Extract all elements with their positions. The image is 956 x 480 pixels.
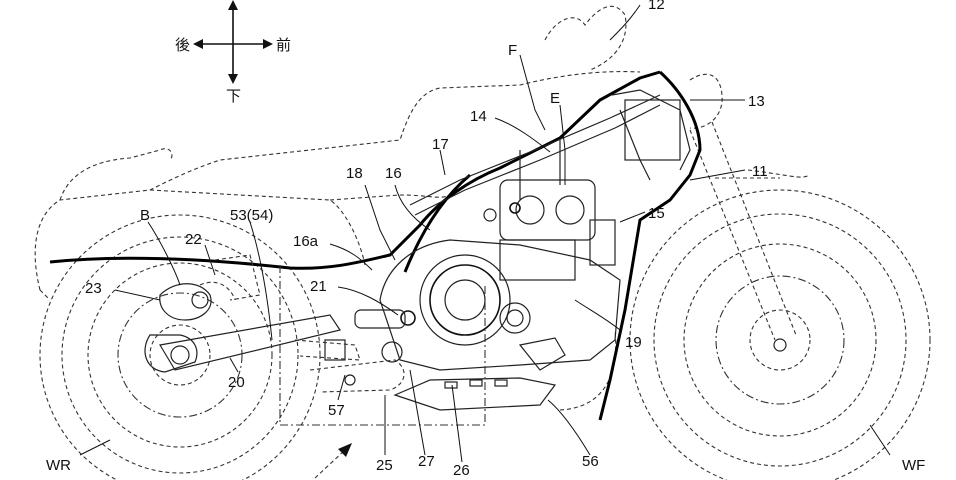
label-13: 13 [748, 93, 765, 110]
label-B: B [140, 207, 150, 224]
direction-rear-label: 後 [175, 36, 190, 54]
label-20: 20 [228, 374, 245, 391]
label-22: 22 [185, 231, 202, 248]
label-57: 57 [328, 402, 345, 419]
direction-front-label: 前 [276, 36, 291, 54]
label-11: 11 [752, 163, 768, 180]
skid-plate [395, 338, 565, 410]
label-53-54: 53(54) [230, 207, 273, 224]
label-26: 26 [453, 462, 470, 479]
label-WF: WF [902, 457, 925, 474]
label-23: 23 [85, 280, 102, 297]
frame-tubes [410, 90, 690, 215]
label-18: 18 [346, 165, 363, 182]
label-14: 14 [470, 108, 487, 125]
direction-indicator: 後 前 下 [175, 0, 291, 105]
label-16: 16 [385, 165, 402, 182]
label-16a: 16a [293, 233, 319, 250]
engine-head [484, 180, 615, 280]
direction-down-label: 下 [226, 87, 241, 105]
label-12: 12 [648, 0, 665, 13]
label-27: 27 [418, 453, 435, 470]
label-F: F [508, 42, 517, 59]
view-arrow [315, 443, 352, 478]
exhaust [310, 360, 404, 392]
front-fork [690, 74, 810, 340]
label-25: 25 [376, 457, 393, 474]
label-15: 15 [648, 205, 665, 222]
front-wheel [630, 190, 930, 480]
label-17: 17 [432, 136, 449, 153]
label-E: E [550, 90, 560, 107]
body-silhouette [35, 6, 640, 410]
label-21: 21 [310, 278, 327, 295]
label-WR: WR [46, 457, 71, 474]
rear-wheel [40, 215, 320, 480]
label-56: 56 [582, 453, 599, 470]
main-frame [50, 72, 700, 420]
label-19: 19 [625, 334, 642, 351]
